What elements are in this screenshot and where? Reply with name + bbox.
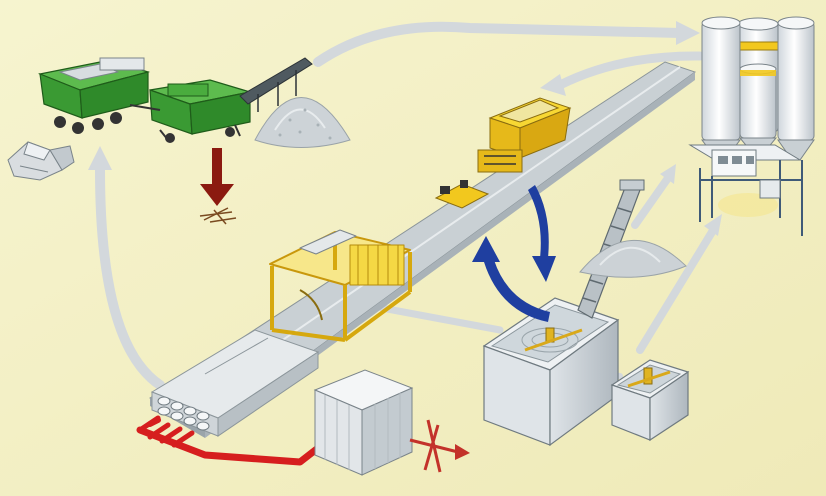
concrete-recycling-crusher [37,57,251,143]
sand-pile [579,240,687,278]
exhaust-arrows [409,419,470,473]
blue-water-arrows [472,185,556,322]
grey-flow-arrows [88,21,722,390]
arrow-head-recycling [88,146,112,170]
settling-tank [610,359,690,442]
arrow-head-line [540,74,566,96]
arrow-silos-to-line [555,51,705,90]
blue-arrow-curve-head [472,236,500,262]
blue-arrow-down-head [532,256,556,282]
concrete-debris [7,141,75,181]
aggregate-conveyor [239,57,313,112]
cement-silos [701,16,815,161]
arrow-head-sand [660,164,676,184]
saw-machine [434,97,572,209]
waste-output [199,148,237,225]
arrow-tank-to-batching [636,228,716,354]
blue-arrow-curve [484,260,550,322]
water-recycling-tank [482,297,620,447]
hollow-core-slabs [150,329,320,437]
blue-arrow-down [528,185,549,258]
batching-plant [688,144,803,236]
arrow-sand-to-batching [631,174,672,229]
arrow-line-to-tank [378,304,504,334]
arrow-head-silos [676,21,700,45]
arrow-slabs-to-recycling [95,165,165,390]
aggregate-pile [254,97,351,148]
arrow-head-batching [704,214,722,236]
arrow-aggregate-to-silos [313,21,685,67]
heating-unit [313,369,414,476]
heat-pipes [136,415,322,466]
extruder-machine [269,229,412,342]
